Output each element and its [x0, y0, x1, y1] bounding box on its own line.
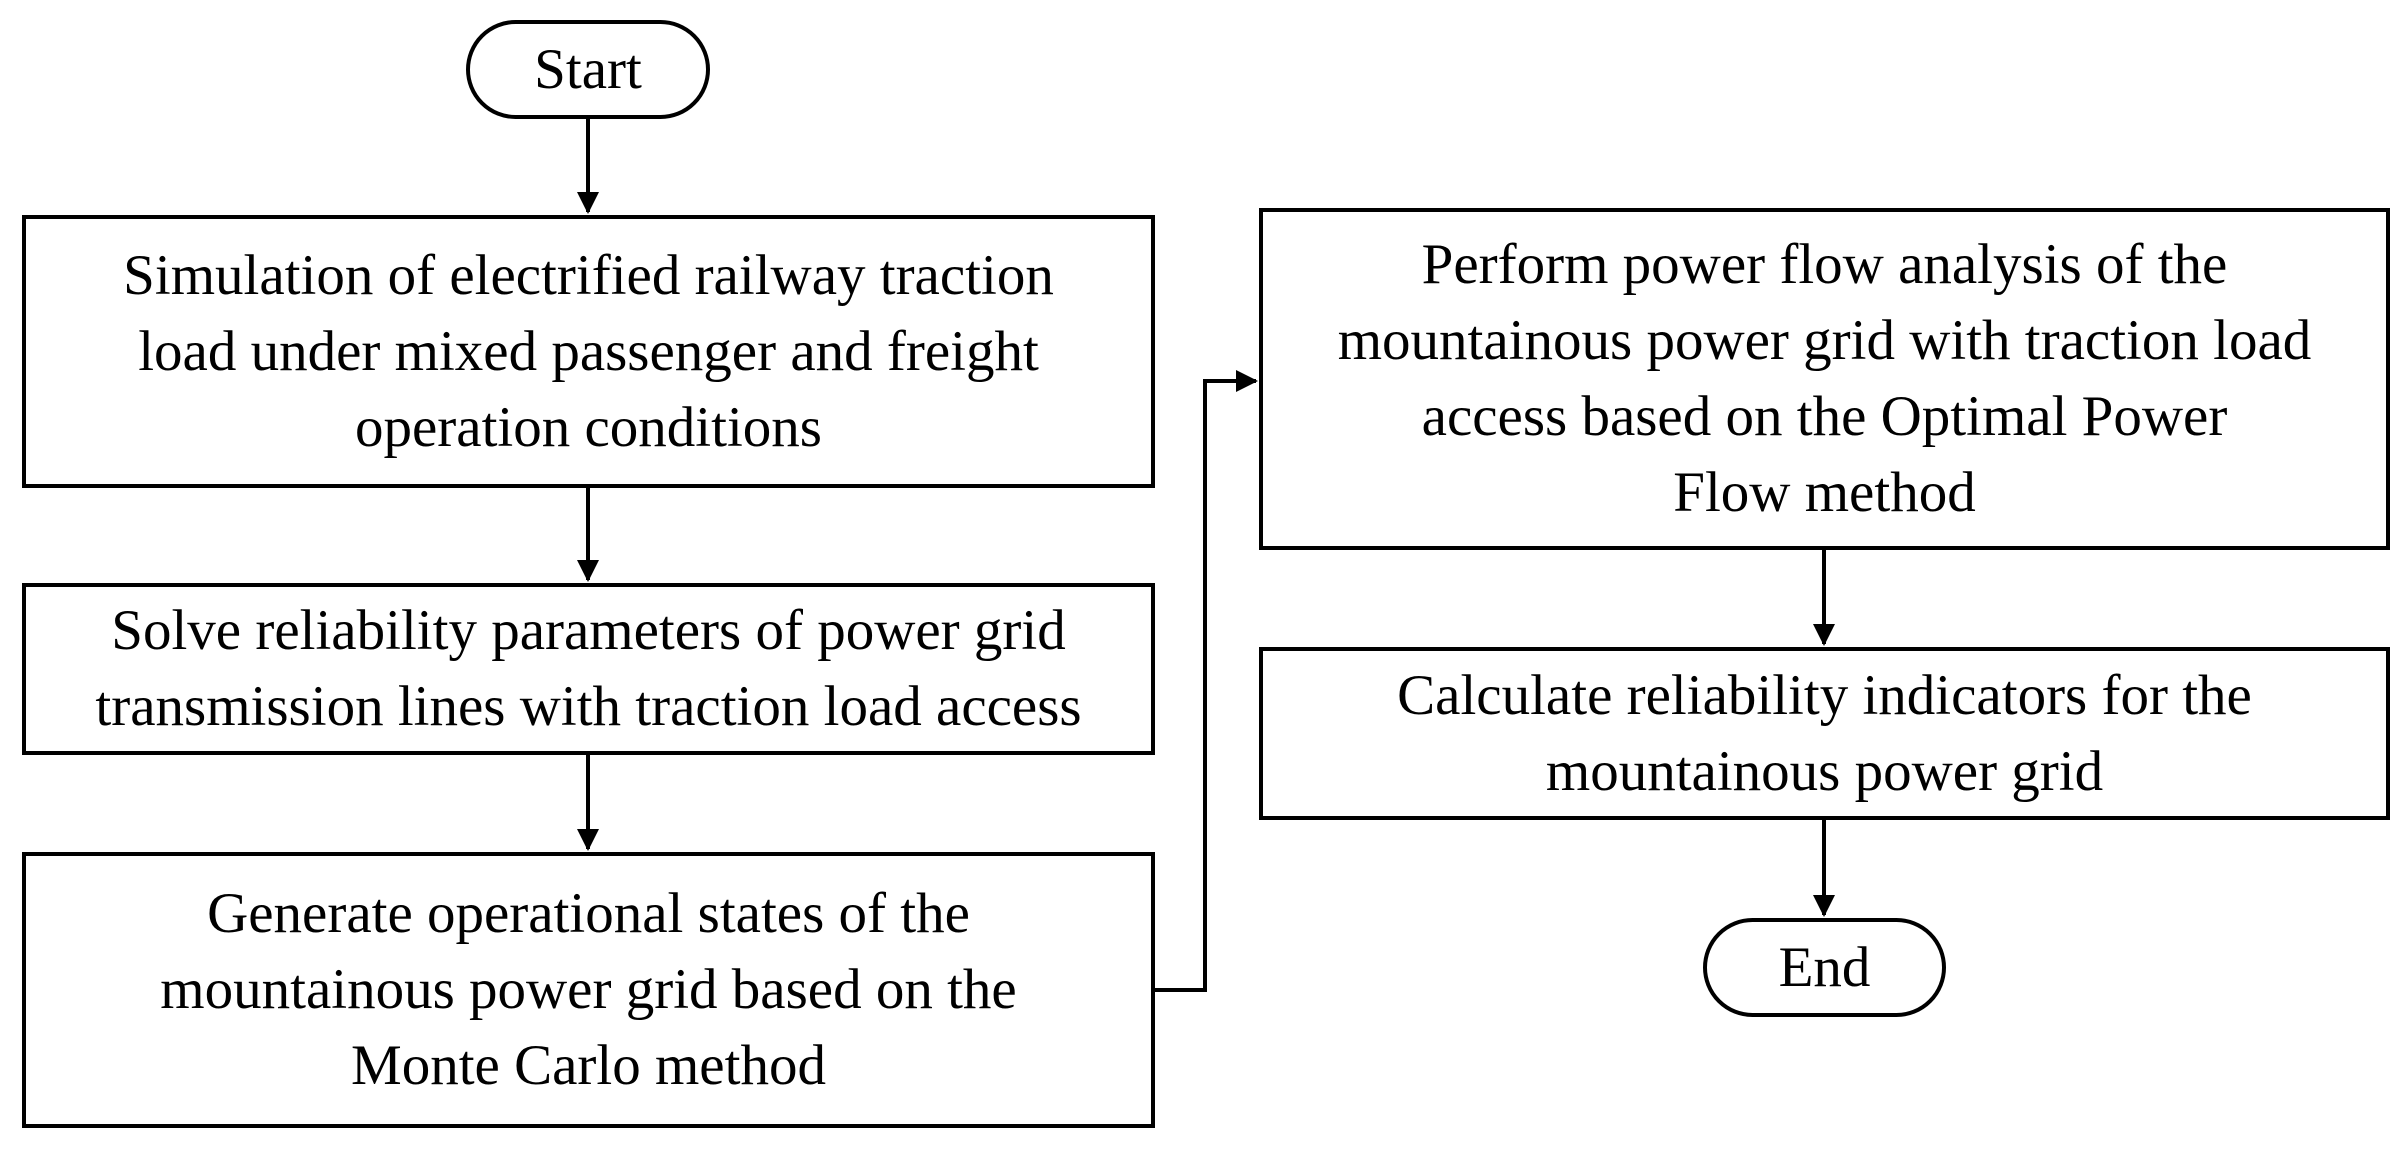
step2-line-2: transmission lines with traction load ac…: [95, 675, 1082, 738]
arrowheads: [577, 192, 1835, 917]
step1-line-1: Simulation of electrified railway tracti…: [123, 243, 1054, 307]
arrowhead-end: [1813, 895, 1835, 917]
arrowhead-step3: [577, 829, 599, 851]
process-step-power-flow-analysis: Perform power flow analysis of the mount…: [1259, 208, 2390, 550]
step1-line-2: load under mixed passenger and freight: [138, 319, 1039, 383]
start-label: Start: [534, 37, 642, 101]
step2-line-1: Solve reliability parameters of power gr…: [111, 599, 1066, 662]
arrowhead-step5: [1813, 624, 1835, 646]
start-terminal: Start: [466, 20, 710, 119]
step3-line-3: Monte Carlo method: [351, 1034, 826, 1097]
process-step-reliability-parameters: Solve reliability parameters of power gr…: [22, 583, 1155, 755]
step3-line-2: mountainous power grid based on the: [160, 958, 1017, 1021]
step5-line-2: mountainous power grid: [1545, 739, 2104, 803]
arrow-step3-to-step4: [1155, 379, 1256, 992]
process-step-monte-carlo-states: Generate operational states of the mount…: [22, 852, 1155, 1128]
step5-line-1: Calculate reliability indicators for the: [1397, 663, 2252, 727]
end-terminal: End: [1703, 918, 1946, 1017]
step3-line-1: Generate operational states of the: [207, 882, 970, 945]
step4-line-1: Perform power flow analysis of the: [1421, 233, 2228, 296]
arrowhead-step2: [577, 560, 599, 582]
process-step-reliability-indicators: Calculate reliability indicators for the…: [1259, 647, 2390, 820]
step1-line-3: operation conditions: [355, 395, 822, 459]
step4-line-4: Flow method: [1673, 461, 1976, 524]
process-step-traction-simulation: Simulation of electrified railway tracti…: [22, 215, 1155, 488]
step4-line-3: access based on the Optimal Power: [1421, 385, 2228, 448]
arrowhead-step1: [577, 192, 599, 214]
end-label: End: [1778, 935, 1871, 999]
step4-line-2: mountainous power grid with traction loa…: [1337, 309, 2312, 372]
arrowhead-step4: [1236, 370, 1258, 392]
